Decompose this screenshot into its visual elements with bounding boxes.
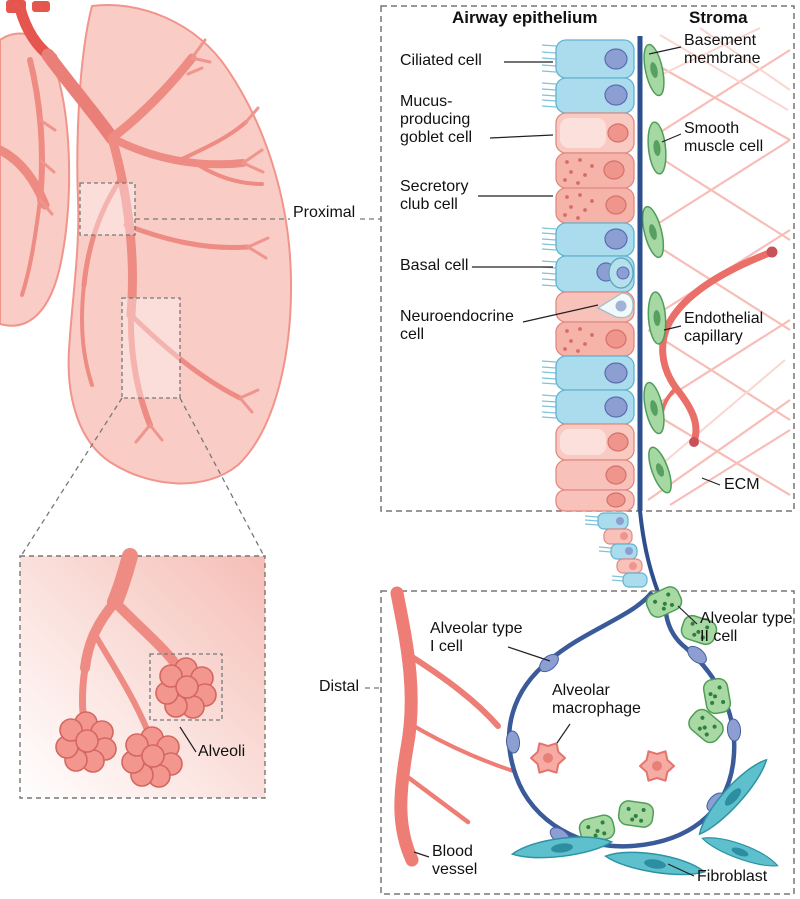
goblet-cell <box>555 112 635 154</box>
basement-membrane-label: Basement membrane <box>684 32 761 68</box>
ciliated-cell-label: Ciliated cell <box>400 52 482 69</box>
ecm-fibers <box>647 27 791 506</box>
basal-cell <box>608 257 634 289</box>
distal-region-box <box>121 297 181 399</box>
smooth-muscle-cells <box>641 43 672 494</box>
ciliated-cell <box>555 39 635 114</box>
secretory-cell <box>555 459 635 512</box>
alveolar-panel-border <box>380 590 795 895</box>
airway-epithelium-header: Airway epithelium <box>452 8 598 27</box>
leader-lines-airway <box>472 46 721 486</box>
blood-vessel-label: Blood vessel <box>432 843 478 879</box>
fibroblast-label: Fibroblast <box>697 868 768 885</box>
inset-connector-lines <box>20 397 265 557</box>
distal-label: Distal <box>319 678 360 695</box>
club-cell <box>555 152 635 224</box>
alveoli-cluster <box>121 726 183 788</box>
bronchial-tree <box>20 38 270 444</box>
transition-zone <box>584 510 660 593</box>
club-cell-label: Secretory club cell <box>400 178 469 214</box>
neuroendocrine-cell-label: Neuroendocrine cell <box>400 308 514 344</box>
cilia <box>541 44 557 419</box>
endothelial-capillary-label: Endothelial capillary <box>684 310 764 346</box>
alveoli-cluster <box>155 657 217 719</box>
stroma-header: Stroma <box>689 8 748 27</box>
alveolar-type1-cell-label: Alveolar type I cell <box>430 620 523 656</box>
alveoli-clusters <box>55 657 217 788</box>
alveoli-cluster <box>55 711 117 773</box>
endothelial-capillary <box>659 246 778 447</box>
goblet-cell-label: Mucus-producing goblet cell <box>400 93 473 147</box>
goblet-cell <box>555 423 635 461</box>
epithelium-cell-column <box>541 39 635 512</box>
neuroendocrine-cell <box>555 291 635 323</box>
alveoli-inset-box <box>19 548 266 799</box>
alveoli-marker-box <box>149 653 223 721</box>
inset-airway-branches <box>78 548 179 735</box>
alveolar-macrophage-label: Alveolar macrophage <box>552 682 641 718</box>
type2-cells <box>578 586 732 844</box>
lung-illustration <box>0 0 293 485</box>
alveolar-type2-cell-label: Alveolar type II cell <box>700 610 793 646</box>
basal-cell-label: Basal cell <box>400 257 469 274</box>
alveolar-macrophages <box>530 742 675 782</box>
proximal-region-box <box>79 182 136 236</box>
trachea-ring <box>32 1 50 12</box>
leader-lines-alveolar <box>413 605 698 877</box>
alveoli-label: Alveoli <box>198 743 246 760</box>
alveoli-leader-line <box>179 726 197 753</box>
cilia <box>584 515 624 582</box>
proximal-label: Proximal <box>293 204 356 221</box>
smooth-muscle-cell-label: Smooth muscle cell <box>684 120 764 156</box>
ciliated-cell <box>555 355 635 425</box>
ecm-label: ECM <box>724 476 760 493</box>
club-cell <box>555 321 635 357</box>
